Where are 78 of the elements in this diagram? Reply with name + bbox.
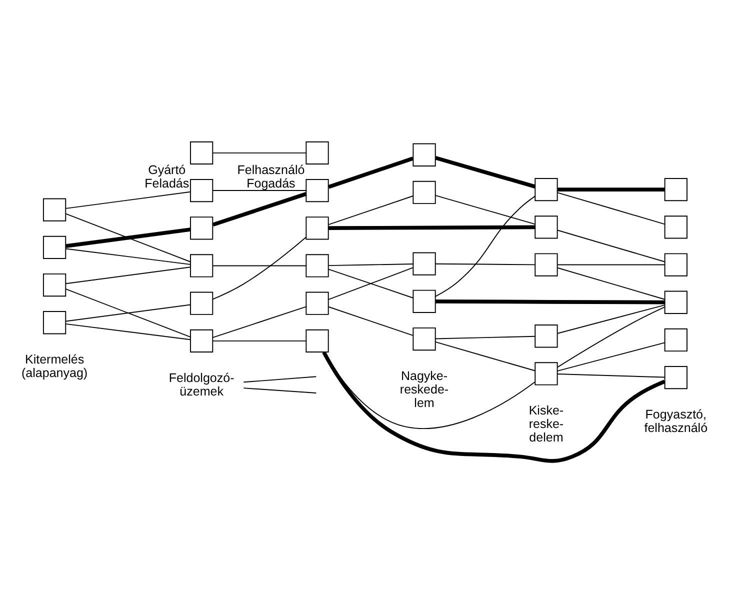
node-label: Felhasználó Fogadás bbox=[237, 163, 305, 191]
connector bbox=[436, 300, 665, 304]
connector bbox=[66, 228, 191, 248]
connector bbox=[434, 341, 536, 372]
connector bbox=[557, 306, 666, 368]
connector bbox=[65, 266, 191, 284]
node-box bbox=[306, 178, 329, 202]
node-text: Feldolgozó- üzemek bbox=[168, 370, 234, 398]
connector bbox=[322, 351, 666, 463]
node-box bbox=[306, 329, 329, 353]
node-box bbox=[412, 290, 436, 313]
node-box bbox=[664, 290, 688, 314]
node-box bbox=[190, 141, 214, 165]
node-box bbox=[190, 216, 214, 240]
node-box bbox=[306, 141, 329, 165]
node-box bbox=[306, 292, 329, 315]
connector bbox=[212, 306, 307, 338]
node-box bbox=[534, 253, 558, 276]
connector bbox=[212, 190, 307, 192]
connector bbox=[434, 336, 536, 340]
connector bbox=[557, 230, 666, 262]
node-label: Gyártó Feladás bbox=[144, 163, 190, 191]
connector bbox=[328, 196, 414, 226]
connector bbox=[557, 264, 666, 266]
connector bbox=[65, 288, 191, 338]
connector bbox=[328, 225, 536, 230]
label: Kiske- reske- delem bbox=[528, 404, 564, 445]
node-box bbox=[412, 327, 436, 351]
connector bbox=[557, 342, 666, 372]
node-box bbox=[412, 252, 436, 276]
node-box bbox=[190, 329, 214, 353]
connector bbox=[65, 248, 191, 265]
connector bbox=[557, 304, 666, 334]
node-box bbox=[42, 311, 66, 334]
node-box bbox=[42, 236, 66, 259]
node-box bbox=[534, 178, 558, 202]
node-box bbox=[42, 198, 66, 222]
connector bbox=[328, 306, 414, 336]
connector bbox=[65, 323, 191, 340]
connector bbox=[212, 236, 306, 300]
node-box bbox=[412, 180, 436, 204]
connector bbox=[328, 156, 414, 189]
node-box bbox=[664, 328, 688, 352]
node-box bbox=[664, 216, 688, 239]
node-box bbox=[412, 143, 436, 166]
label: Nagyke- reskede- lem bbox=[400, 368, 449, 410]
connector bbox=[243, 376, 317, 383]
node-box bbox=[664, 178, 688, 202]
node-box bbox=[306, 216, 329, 240]
connector bbox=[328, 264, 414, 266]
node-box bbox=[534, 362, 558, 386]
connector bbox=[558, 188, 665, 192]
connector bbox=[212, 265, 307, 266]
node-box bbox=[190, 178, 214, 202]
connector bbox=[434, 263, 536, 266]
connector bbox=[557, 267, 666, 300]
connector bbox=[65, 213, 191, 262]
connector bbox=[65, 304, 191, 322]
node-box bbox=[42, 273, 66, 297]
connector bbox=[212, 192, 307, 226]
node-box bbox=[664, 253, 688, 276]
node-box bbox=[534, 216, 558, 239]
connector bbox=[434, 194, 536, 225]
connector bbox=[434, 196, 536, 297]
node-box bbox=[306, 254, 329, 278]
label: Kitermelés (alapanyag) bbox=[21, 352, 88, 380]
connector bbox=[212, 340, 307, 342]
label: Fogyasztó, felhasználó bbox=[644, 407, 708, 435]
node-box bbox=[190, 254, 214, 278]
node-box bbox=[664, 366, 688, 390]
connector bbox=[65, 191, 191, 209]
node-box bbox=[190, 292, 214, 315]
connector bbox=[557, 374, 666, 378]
node-box bbox=[534, 324, 558, 348]
connector bbox=[243, 388, 317, 394]
connector bbox=[434, 156, 536, 188]
connector bbox=[557, 192, 666, 225]
connector bbox=[212, 152, 307, 154]
